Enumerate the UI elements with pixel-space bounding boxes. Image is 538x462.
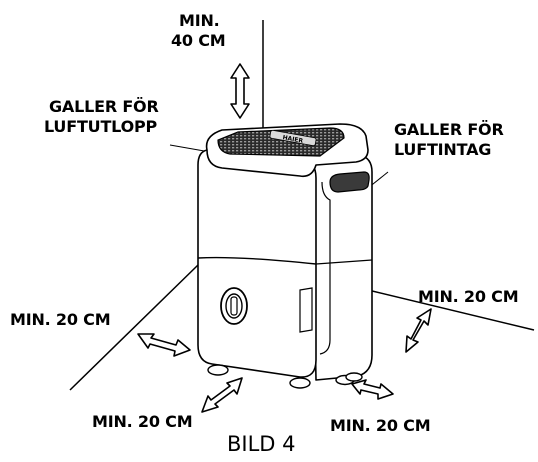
left-clearance-arrow — [137, 333, 191, 357]
wheels — [207, 364, 363, 389]
dehumidifier-body — [197, 123, 373, 381]
water-tank-seam — [197, 256, 317, 265]
tank-knob — [220, 287, 248, 325]
left-clearance-label: MIN. 20 CM — [10, 310, 111, 329]
intake-grille-line-2: LUFTINTAG — [394, 140, 492, 159]
right-clearance-arrow — [405, 308, 432, 353]
intake-grille-line-1: GALLER FÖR — [394, 120, 504, 139]
outlet-grille-line-1: GALLER FÖR — [49, 97, 159, 116]
front-right-clearance-label: MIN. 20 CM — [330, 416, 431, 435]
front-left-clearance-arrow — [201, 377, 243, 413]
intake-grille-label: GALLER FÖR LUFTINTAG — [394, 120, 504, 160]
right-wall-line — [367, 289, 535, 331]
brand-mark-text: HAIER — [282, 134, 304, 145]
front-left-clearance-label: MIN. 20 CM — [92, 412, 193, 431]
outlet-grille-label: GALLER FÖR LUFTUTLOPP — [44, 97, 159, 137]
brand-plate — [269, 129, 317, 147]
figure-caption: BILD 4 — [227, 432, 296, 456]
tank-window — [299, 287, 313, 333]
front-right-clearance-arrow — [351, 379, 394, 400]
right-clearance-label: MIN. 20 CM — [418, 287, 519, 306]
outlet-grille — [217, 127, 345, 157]
outlet-grille-line-2: LUFTUTLOPP — [44, 117, 158, 136]
top-clearance-line-2: 40 CM — [171, 31, 226, 50]
left-wall-line — [69, 264, 199, 391]
top-clearance-label: MIN. 40 CM — [171, 11, 226, 51]
top-clearance-arrow — [230, 63, 250, 119]
intake-grille — [329, 171, 370, 193]
top-clearance-line-1: MIN. — [179, 11, 220, 30]
